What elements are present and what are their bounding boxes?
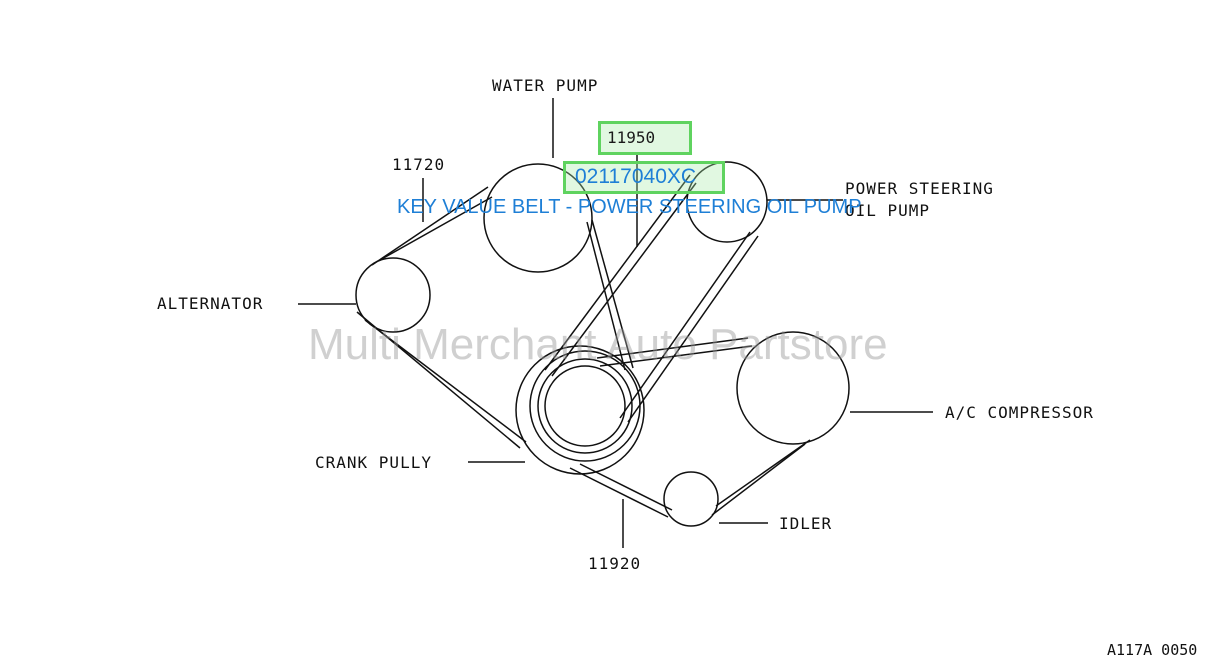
figure-code: A117A 0050 [1107, 641, 1198, 659]
belt-ac-compressor [569, 337, 811, 518]
label-crank-pully: CRANK PULLY [315, 453, 432, 472]
watermark: Multi Merchant Auto Partstore [308, 320, 888, 369]
crank-pulley-hub [544, 365, 626, 447]
idler-pulley [663, 471, 719, 527]
ac-compressor-pulley [736, 331, 850, 445]
crank-pulley-ring-inner [537, 358, 633, 454]
alternator-pulley [355, 257, 431, 333]
label-water-pump: WATER PUMP [492, 76, 599, 95]
label-11720: 11720 [392, 155, 446, 174]
label-11920: 11920 [588, 554, 642, 573]
label-oil-pump: OIL PUMP [845, 201, 931, 220]
part-number-text: 11950 [607, 128, 656, 147]
product-code-link[interactable]: 02117040XC [563, 161, 725, 194]
label-ac-compressor: A/C COMPRESSOR [945, 403, 1094, 422]
label-power-steering: POWER STEERING [845, 179, 994, 198]
part-description-link[interactable]: KEY VALUE BELT - POWER STEERING OIL PUMP [397, 196, 862, 218]
label-alternator: ALTERNATOR [157, 294, 264, 313]
part-number-callout[interactable]: 11950 [598, 121, 692, 155]
belt-power-steering [544, 174, 759, 423]
label-idler: IDLER [779, 514, 833, 533]
product-code-text: 02117040XC [575, 165, 697, 188]
water-pump-pulley [483, 163, 593, 273]
power-steering-pulley [686, 161, 768, 243]
crank-pulley-outer [515, 345, 645, 475]
